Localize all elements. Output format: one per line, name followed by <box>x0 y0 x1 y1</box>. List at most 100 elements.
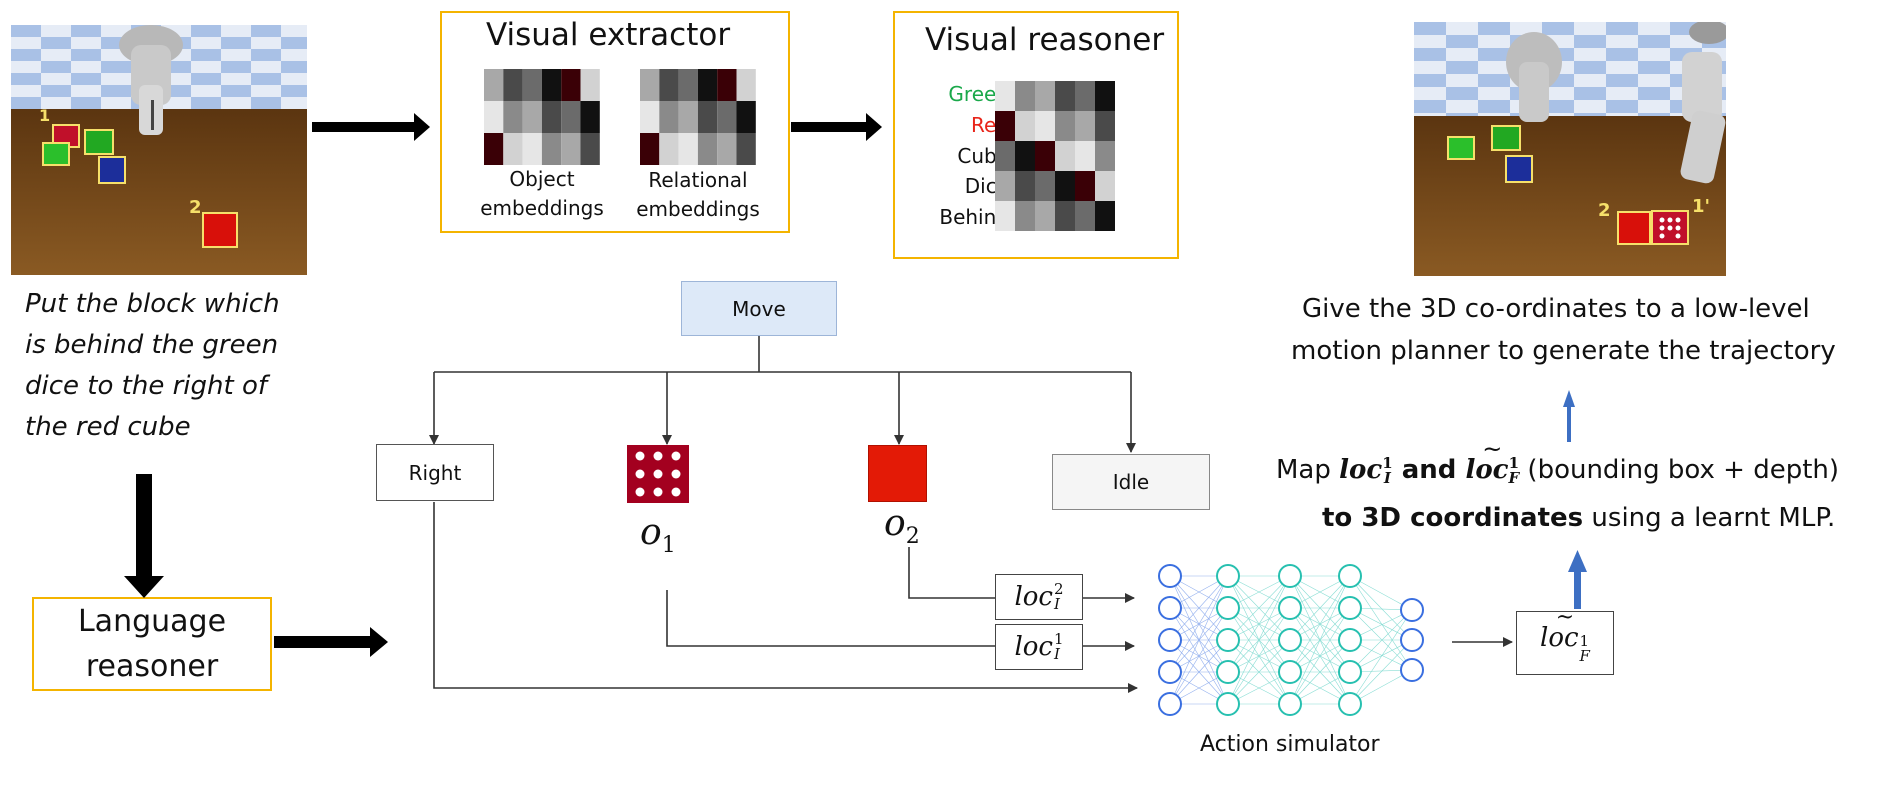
embedding-cell <box>1095 201 1115 231</box>
nn-node <box>1338 628 1362 652</box>
nn-edge <box>1169 607 1229 705</box>
nn-edge <box>1289 575 1351 673</box>
embedding-cell <box>717 101 737 133</box>
embedding-cell <box>1095 81 1115 111</box>
nn-node <box>1400 628 1424 652</box>
embedding-cell <box>995 111 1015 141</box>
embedding-cell <box>1075 201 1095 231</box>
embedding-cell <box>640 133 660 165</box>
embedding-cell <box>541 69 562 101</box>
nn-edge <box>1227 575 1291 705</box>
cube-icon <box>868 445 927 502</box>
scene-label-1-prime: 1' <box>1692 196 1710 217</box>
nn-node <box>1216 596 1240 620</box>
nn-edge <box>1349 575 1413 641</box>
object-embeddings-caption: Object embeddings <box>480 167 604 220</box>
nn-edge <box>1289 575 1351 641</box>
nn-node <box>1158 596 1182 620</box>
visual-reasoner-embeddings <box>995 81 1115 231</box>
nn-node <box>1400 598 1424 622</box>
nn-edge <box>1349 575 1413 671</box>
nn-edge <box>1227 639 1291 705</box>
embedding-cell <box>1075 81 1095 111</box>
embedding-cell <box>697 133 718 165</box>
visual-extractor-title: Visual extractor <box>486 17 731 53</box>
nn-node <box>1216 564 1240 588</box>
nn-node <box>1278 660 1302 684</box>
embedding-cell <box>659 133 679 165</box>
nn-node <box>1158 692 1182 716</box>
nn-edge <box>1169 639 1229 705</box>
embedding-cell <box>1075 111 1095 141</box>
action-simulator-label: Action simulator <box>1200 732 1380 757</box>
embedding-cell <box>484 69 504 101</box>
language-reasoner-line1: Language <box>77 604 227 639</box>
map-text-line2: to 3D coordinates using a learnt MLP. <box>1322 503 1836 533</box>
embedding-cell <box>1055 201 1075 231</box>
nn-node <box>1338 564 1362 588</box>
dice-icon <box>627 445 689 503</box>
dice-red-moved <box>1651 210 1689 245</box>
nn-edge <box>1349 609 1413 705</box>
black-arrow-down <box>124 474 164 598</box>
language-reasoner-line2: reasoner <box>85 649 219 684</box>
nn-node <box>1400 658 1424 682</box>
nn-edge <box>1169 575 1229 705</box>
nn-node <box>1278 692 1302 716</box>
object-embedding-grid <box>484 69 600 165</box>
embedding-cell <box>995 201 1015 231</box>
embedding-cell <box>1055 171 1075 201</box>
embedding-cell <box>736 133 756 165</box>
neural-network-icon <box>1158 564 1424 716</box>
scene-image-initial: 1 2 <box>11 25 307 275</box>
embedding-cell <box>995 81 1015 111</box>
nn-edge <box>1169 575 1229 673</box>
embedding-cell <box>484 133 504 165</box>
nn-edge <box>1289 639 1351 705</box>
embedding-cell <box>541 133 562 165</box>
scene-label-1: 1 <box>39 106 50 125</box>
cube-green <box>84 129 114 155</box>
o1-label: o1 <box>640 512 676 559</box>
dice-green <box>1447 136 1475 160</box>
embedding-cell <box>1015 201 1035 231</box>
embedding-cell <box>995 171 1015 201</box>
scene-image-final: 2 1' <box>1414 22 1726 276</box>
embedding-cell <box>503 69 523 101</box>
embedding-cell <box>1035 201 1055 231</box>
embedding-cell <box>697 69 718 101</box>
nn-node <box>1338 660 1362 684</box>
black-arrow-right <box>274 627 388 657</box>
cube-green <box>1491 125 1521 151</box>
nn-node <box>1216 628 1240 652</box>
instruction-line: Put the block which <box>25 289 280 319</box>
blue-arrow-up <box>1568 550 1587 609</box>
embedding-cell <box>1075 171 1095 201</box>
embedding-cell <box>1015 111 1035 141</box>
nn-node <box>1216 660 1240 684</box>
embedding-cell <box>580 133 600 165</box>
nn-node <box>1278 564 1302 588</box>
visual-reasoner-box: Visual reasoner Green Red Cube Dice Behi… <box>893 11 1179 259</box>
o2-label: o2 <box>884 503 920 550</box>
cube-red <box>202 212 238 248</box>
black-arrow-right <box>791 113 882 141</box>
nn-edge <box>1349 609 1413 673</box>
nn-node <box>1278 596 1302 620</box>
nn-edge <box>1227 575 1291 673</box>
embedding-cell <box>736 101 756 133</box>
relational-embedding-grid <box>640 69 756 165</box>
dice-blue <box>1505 155 1533 183</box>
embedding-cell <box>561 101 581 133</box>
language-reasoner-box: Language reasoner <box>32 597 272 691</box>
embedding-cell <box>580 101 600 133</box>
embedding-cell <box>717 69 737 101</box>
embedding-cell <box>678 69 698 101</box>
embedding-cell <box>1075 141 1095 171</box>
embedding-cell <box>678 133 698 165</box>
embedding-cell <box>541 101 562 133</box>
